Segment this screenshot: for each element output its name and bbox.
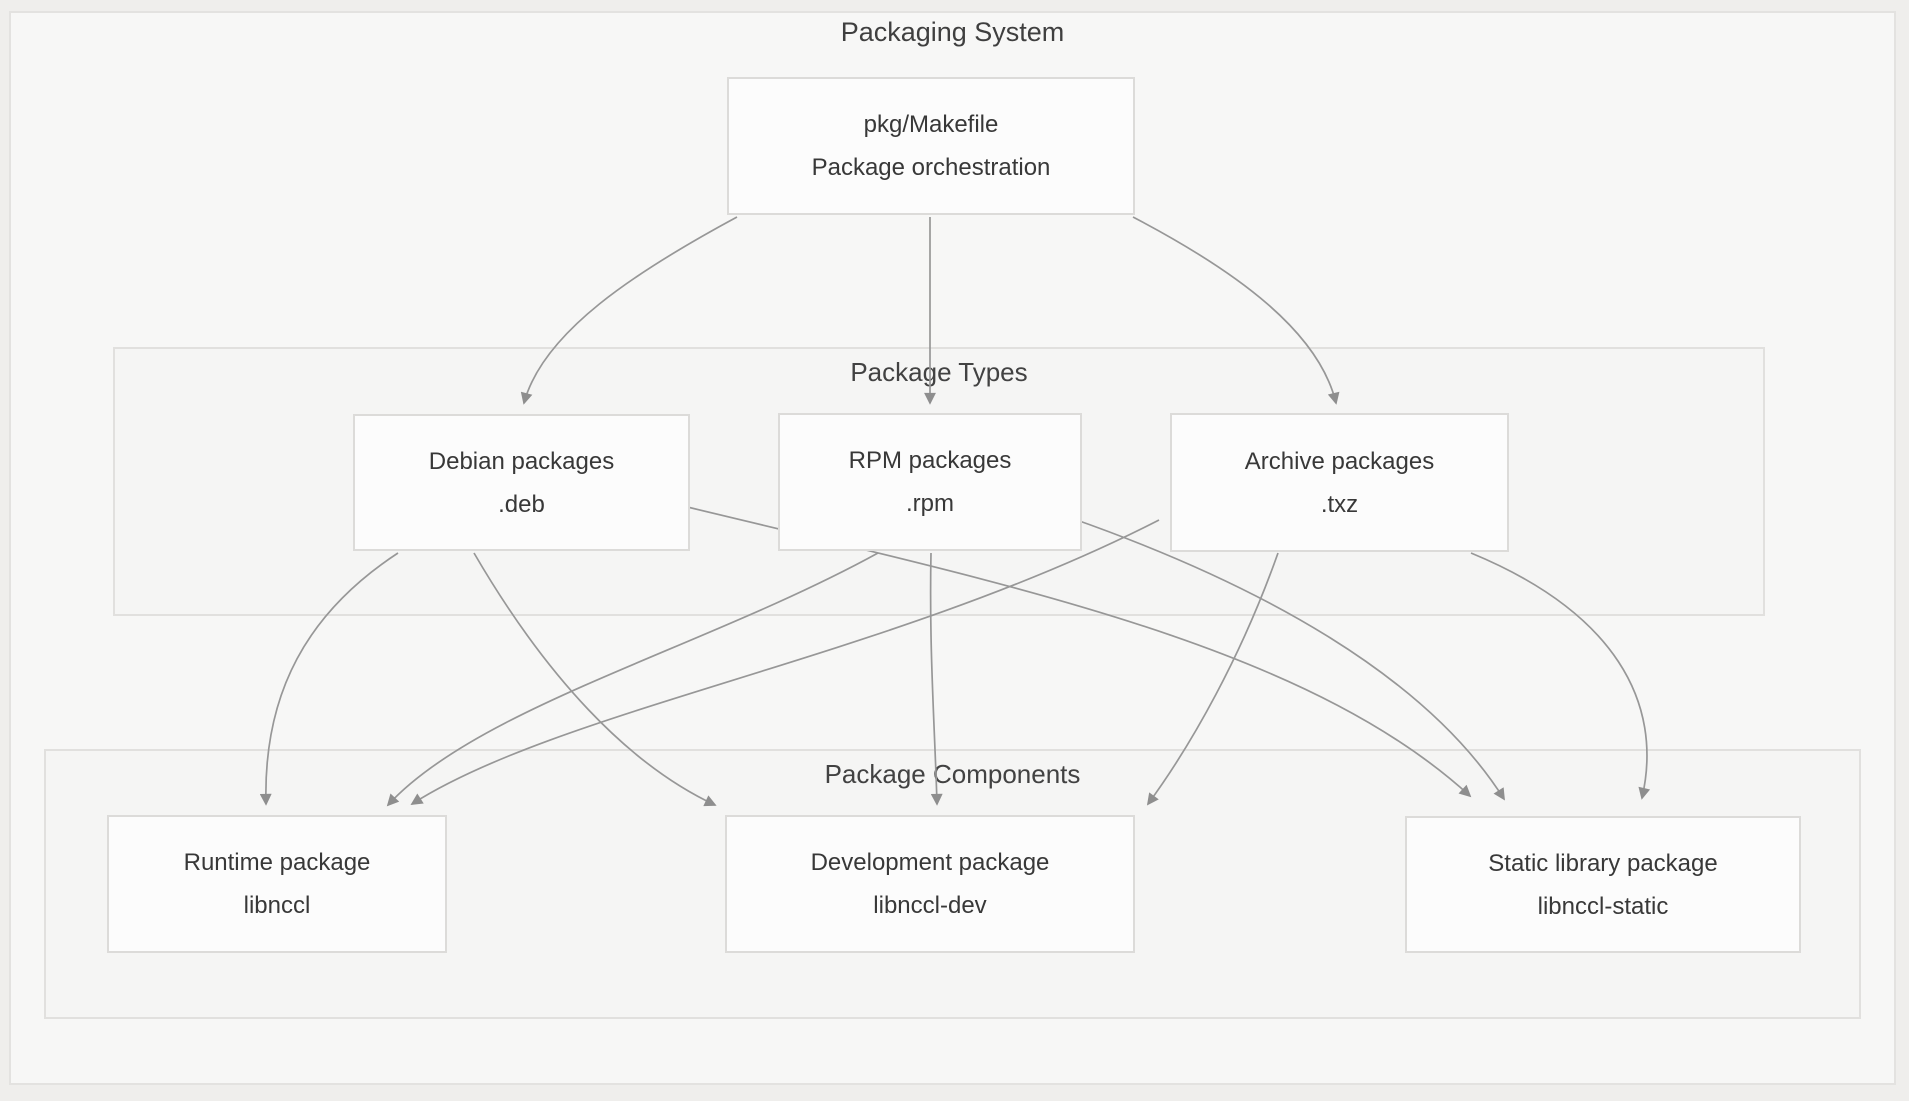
node-rpm-packages-title: RPM packages bbox=[848, 447, 1012, 474]
node-runtime-package: Runtime package libnccl bbox=[107, 815, 447, 953]
node-rpm-packages: RPM packages .rpm bbox=[778, 413, 1082, 551]
node-archive-packages-subtitle: .txz bbox=[1320, 490, 1359, 518]
node-archive-packages: Archive packages .txz bbox=[1170, 413, 1509, 552]
node-rpm-packages-subtitle: .rpm bbox=[906, 490, 954, 517]
node-development-package-subtitle: libnccl-dev bbox=[873, 892, 987, 919]
group-package-components-label: Package Components bbox=[824, 759, 1081, 789]
node-debian-packages-subtitle: .deb bbox=[498, 490, 545, 518]
node-runtime-package-title: Runtime package bbox=[183, 849, 371, 876]
node-runtime-package-subtitle: libnccl bbox=[243, 892, 311, 919]
node-debian-packages: Debian packages .deb bbox=[353, 414, 690, 551]
node-static-library-package: Static library package libnccl-static bbox=[1405, 816, 1801, 953]
node-debian-packages-title: Debian packages bbox=[428, 447, 615, 475]
node-static-library-package-subtitle: libnccl-static bbox=[1537, 892, 1669, 920]
node-static-library-package-title: Static library package bbox=[1488, 849, 1718, 877]
node-pkg-makefile-title: pkg/Makefile bbox=[863, 111, 999, 138]
diagram-canvas: Packaging System Package Types Package C… bbox=[9, 11, 1896, 1085]
group-package-types-label: Package Types bbox=[850, 357, 1028, 387]
diagram-title: Packaging System bbox=[840, 17, 1065, 47]
node-pkg-makefile: pkg/Makefile Package orchestration bbox=[727, 77, 1135, 215]
node-pkg-makefile-subtitle: Package orchestration bbox=[811, 154, 1051, 181]
node-development-package: Development package libnccl-dev bbox=[725, 815, 1135, 953]
node-archive-packages-title: Archive packages bbox=[1244, 447, 1435, 475]
node-development-package-title: Development package bbox=[810, 849, 1050, 876]
